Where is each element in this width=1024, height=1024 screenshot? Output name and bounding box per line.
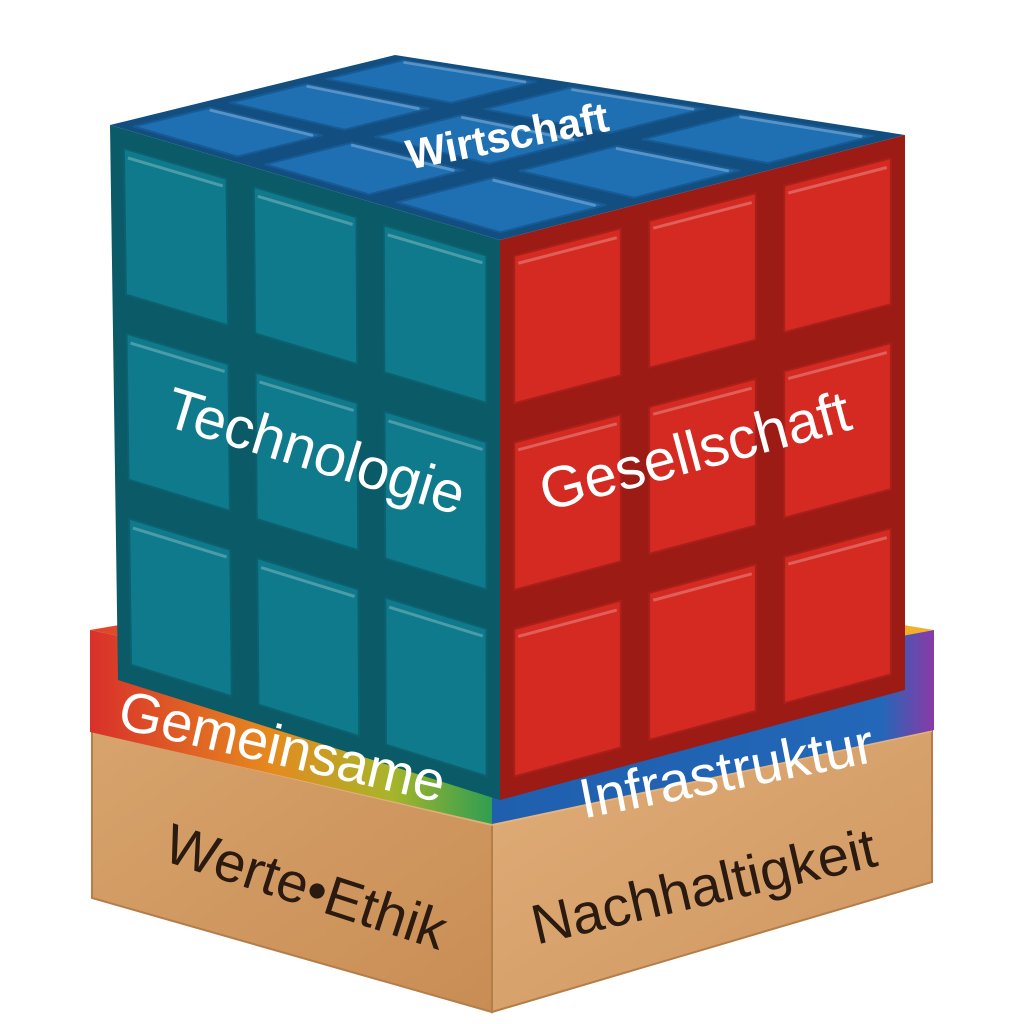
cube-left-sticker: [383, 410, 488, 591]
cube-right-sticker: [513, 227, 622, 405]
cube-top-sticker-highlight: [739, 115, 863, 139]
cube-left-sticker: [252, 185, 359, 366]
cube-top-sticker: [132, 106, 324, 158]
cube-top-sticker: [641, 113, 875, 165]
cube-right-sticker-highlight: [517, 236, 618, 265]
cube-top-sticker-highlight: [306, 84, 420, 111]
cube-right-sticker: [783, 157, 892, 334]
cube-right-face: [513, 157, 892, 778]
cube-left-sticker-highlight: [388, 605, 484, 638]
cube-top-sticker-highlight: [461, 115, 575, 142]
cube-right-sticker-highlight: [652, 572, 753, 602]
cube-right-sticker: [648, 377, 757, 555]
cube-right-sticker-highlight: [652, 201, 753, 230]
cube-left-face: [122, 147, 488, 778]
cube-top-sticker-highlight: [571, 87, 695, 111]
cube-left-sticker: [254, 371, 360, 552]
cube-top-sticker: [518, 144, 741, 199]
cube-left-sticker-highlight: [387, 233, 483, 265]
cube-right-sticker-highlight: [517, 608, 618, 638]
cube-right-sticker: [648, 192, 757, 369]
cube-top-sticker-highlight: [492, 178, 597, 207]
cube-left-sticker: [128, 517, 233, 698]
cube-top-sticker-highlight: [209, 108, 314, 137]
cube-right-sticker: [513, 413, 622, 591]
cube-left-sticker-highlight: [127, 156, 224, 188]
cube-left-sticker: [256, 557, 361, 738]
cube-left-sticker-highlight: [257, 194, 354, 226]
cube-left-sticker-highlight: [132, 526, 227, 559]
cube-left-sticker: [382, 224, 488, 404]
cube-left-sticker: [122, 147, 230, 327]
cube-top-face: [132, 59, 875, 234]
cube-right-sticker: [783, 527, 892, 705]
cube-top-sticker: [483, 86, 706, 135]
rubiks-cube: [110, 55, 905, 800]
cube-left-sticker-highlight: [259, 380, 355, 412]
cube-right-sticker: [648, 563, 757, 741]
cube-top-sticker: [229, 83, 430, 131]
cube-top-sticker: [373, 113, 586, 165]
cube-left-sticker-highlight: [388, 419, 484, 451]
cube-top-sticker: [325, 59, 537, 104]
cube-left-sticker: [125, 332, 231, 512]
cube-right-sticker-highlight: [517, 422, 618, 452]
cube-left-sticker-highlight: [130, 341, 226, 373]
cube-right-sticker-highlight: [652, 386, 753, 416]
cube-top-sticker-highlight: [403, 60, 527, 84]
cube-top-sticker: [264, 141, 465, 196]
cube-top-sticker-highlight: [350, 143, 455, 172]
cube-right-sticker-highlight: [787, 351, 888, 381]
cube-right-sticker: [783, 342, 892, 519]
cube-top-sticker-highlight: [615, 146, 730, 173]
cube-top-sticker: [395, 176, 607, 234]
cube-right-sticker-highlight: [787, 166, 888, 195]
cube-left-sticker-highlight: [260, 566, 356, 598]
cube-right-sticker-highlight: [787, 536, 888, 566]
cube-left-sticker: [384, 596, 488, 778]
cube-right-sticker: [513, 599, 622, 778]
